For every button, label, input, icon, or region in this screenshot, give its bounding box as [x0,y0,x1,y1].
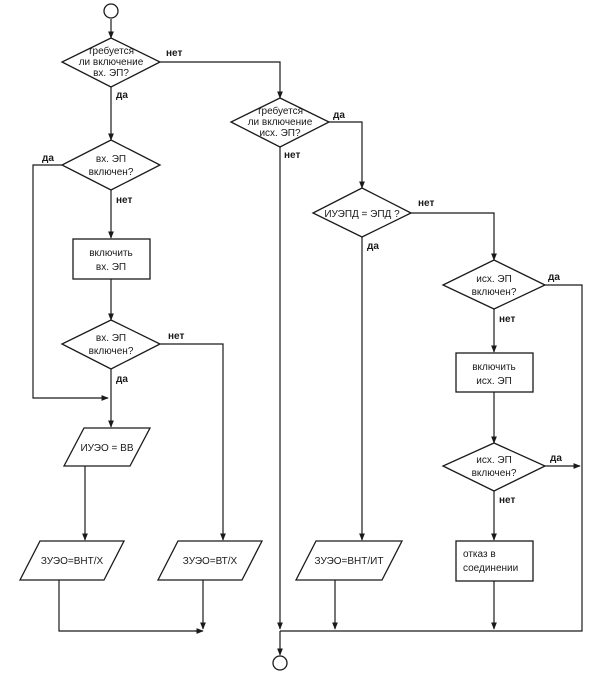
d1-line-3: вх. ЭП? [93,68,129,79]
edge-io2-bus [58,580,200,632]
d4-line-1: требуется [257,105,303,117]
label-d3-no: нет [168,331,184,342]
label-d3-yes: да [116,374,128,385]
io-io4: ЗУЭО=ВНТ/ИТ [294,540,404,581]
label-d6-no: нет [499,314,515,325]
p1-line-1: включить [89,248,133,259]
d5-text: ИУЭПД = ЭПД ? [324,209,400,220]
label-d2-yes: да [42,153,54,164]
io-io3: ЗУЭО=ВТ/Х [156,540,264,581]
d7-line-2: включен? [472,468,517,479]
process-p2: включить исх. ЭП [455,352,534,393]
decision-d1: требуется ли включение вх. ЭП? [60,37,162,88]
p1-line-2: вх. ЭП [96,262,126,273]
end-terminal [272,655,288,671]
decision-d3: вх. ЭП включен? [60,319,162,370]
d3-line-2: включен? [89,346,134,357]
io4-text: ЗУЭО=ВНТ/ИТ [315,556,384,567]
d3-line-1: вх. ЭП [96,333,126,344]
d6-line-1: исх. ЭП [476,274,512,285]
edge-d2-merge [32,164,109,401]
d4-line-3: исх. ЭП? [259,128,301,139]
d4-line-2: ли включение [248,117,313,128]
label-d7-no: нет [499,495,515,506]
edge-d6-rail [280,284,583,632]
p3-line-1: отказ в [463,549,496,560]
label-d7-yes: да [550,453,562,464]
label-d2-no: нет [116,195,132,206]
io-io1: ИУЭО = ВВ [62,427,152,467]
io3-text: ЗУЭО=ВТ/Х [183,556,238,567]
p3-line-2: соединении [463,563,518,574]
d2-line-2: включен? [89,167,134,178]
start-terminal [103,3,119,19]
decision-d4: требуется ли включение исх. ЭП? [229,97,331,148]
connectors [32,19,583,656]
decision-d6: исх. ЭП включен? [441,259,547,310]
io2-text: ЗУЭО=ВНТ/Х [41,556,104,567]
p2-line-1: включить [472,362,516,373]
edge-d3-io3 [160,343,226,541]
d7-line-1: исх. ЭП [476,455,512,466]
d1-line-1: требуется [88,45,134,57]
label-d5-no: нет [418,198,434,209]
process-p1: включить вх. ЭП [72,238,151,280]
d2-line-1: вх. ЭП [96,154,126,165]
d1-line-2: ли включение [79,57,144,68]
p2-line-2: исх. ЭП [476,376,512,387]
edge-d4-d5 [329,121,365,189]
decision-d5: ИУЭПД = ЭПД ? [311,187,413,238]
decision-d2: вх. ЭП включен? [60,139,162,191]
io1-text: ИУЭО = ВВ [80,443,133,454]
label-d5-yes: да [367,241,379,252]
process-p3: отказ в соединении [455,540,534,582]
decision-d7: исх. ЭП включен? [441,442,547,492]
edge-d5-d6 [411,212,497,261]
label-d4-no: нет [284,150,300,161]
label-d1-yes: да [116,90,128,101]
d6-line-2: включен? [472,287,517,298]
edge-d1-d4 [160,61,283,99]
io-io2: ЗУЭО=ВНТ/Х [18,540,126,581]
label-d1-no: нет [166,48,182,59]
label-d4-yes: да [333,110,345,121]
label-d6-yes: да [548,272,560,283]
